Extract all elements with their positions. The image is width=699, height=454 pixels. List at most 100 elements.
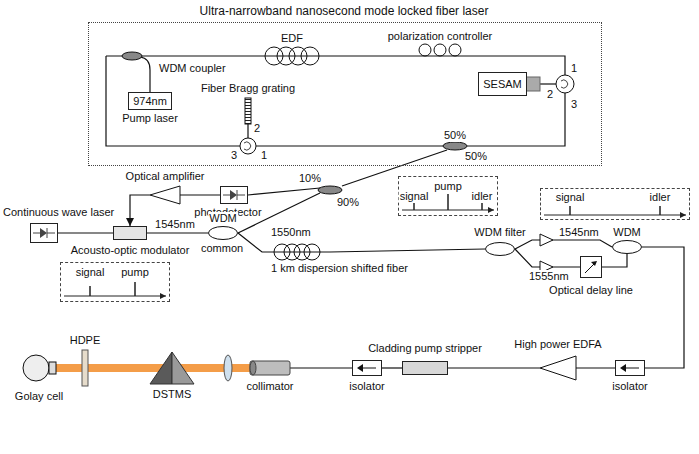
spectrum-axis xyxy=(544,215,686,216)
hdpe-window-shape xyxy=(82,350,88,386)
collimator-aperture xyxy=(250,361,256,375)
fiber-line xyxy=(106,56,240,146)
circulator-arrow xyxy=(561,80,568,88)
amplifier-symbol xyxy=(540,234,553,246)
annotation-label: polarization controller xyxy=(387,30,494,43)
component-label: WDM xyxy=(612,226,642,239)
annotation-label: 10% xyxy=(298,172,322,185)
fiber-connector xyxy=(180,194,220,195)
component-label: signal xyxy=(399,190,430,203)
diode-symbol xyxy=(223,190,245,200)
annotation-label: 1550nm xyxy=(270,226,312,239)
delay-line-box-shape xyxy=(581,257,601,277)
golay-cell: Golay cell xyxy=(22,352,56,384)
wdm-coupler-symbol xyxy=(122,52,142,60)
isolator-arrow xyxy=(357,364,363,372)
sesam-box: SESAM xyxy=(478,72,527,96)
pc-loop xyxy=(419,44,431,56)
wdm-coupler-shape xyxy=(208,226,238,240)
fiber-connector xyxy=(130,195,150,226)
component-label: Optical amplifier xyxy=(125,170,206,183)
component-label: Continuous wave laser xyxy=(2,206,115,219)
photodetector-box-shape xyxy=(221,187,247,203)
collimator: collimator xyxy=(250,360,290,376)
dstms-crystal: DSTMS xyxy=(150,352,194,384)
fiber-connector xyxy=(515,240,612,249)
fiber-connector xyxy=(58,232,113,233)
coil-loop xyxy=(265,47,283,65)
spectrum-inset: signalpumpidler xyxy=(398,176,498,216)
edfa-amplifier: High power EDFA xyxy=(540,356,576,380)
circulator xyxy=(556,75,574,93)
component-label: pump xyxy=(433,180,463,193)
annotation-label: 1545nm xyxy=(558,226,600,239)
fiber-connector xyxy=(382,367,402,368)
isolator-arrow xyxy=(361,368,376,369)
component-label: isolator xyxy=(348,380,385,393)
fiber-line xyxy=(248,188,320,195)
golay-cell-shape xyxy=(22,352,56,384)
aom-box: Acousto-optic modulator xyxy=(113,226,147,240)
pc-loop xyxy=(434,44,446,56)
annotation-label: EDF xyxy=(280,32,304,45)
coil-loop xyxy=(274,244,290,260)
fiber-line xyxy=(342,150,447,186)
bragg-grating xyxy=(245,98,251,124)
cw-laser-box: Continuous wave laser xyxy=(30,223,58,243)
component-label: idler xyxy=(649,191,672,204)
spectrum-line xyxy=(90,282,135,296)
wdm-filter-shape xyxy=(485,242,515,256)
component-label: pump xyxy=(120,266,150,279)
variable-arrow xyxy=(585,262,596,273)
amplifier-triangle xyxy=(150,186,180,204)
wdm-ellipse xyxy=(209,227,238,240)
coil-loop xyxy=(289,47,307,65)
coil-loop xyxy=(284,244,300,260)
wdm-filter: WDM filter xyxy=(485,242,515,256)
annotation-label: 50% xyxy=(443,129,467,142)
pump-stripper-box: Cladding pump stripper xyxy=(402,361,448,375)
diode-symbol xyxy=(40,228,47,238)
edfa-amplifier-shape xyxy=(540,356,576,380)
collimator-body xyxy=(250,361,290,375)
coil-loop xyxy=(301,47,319,65)
prism-half xyxy=(150,352,172,384)
component-label: WDM filter xyxy=(473,226,526,239)
fiber-connector xyxy=(602,254,627,267)
annotation-label: 50% xyxy=(464,150,488,163)
prism-half xyxy=(172,352,194,384)
box-text: 974nm xyxy=(132,95,168,108)
circulator xyxy=(240,138,256,154)
edf-coil xyxy=(265,47,319,65)
wdm-coupler-shape xyxy=(612,240,642,254)
annotation-label: 1 xyxy=(570,62,578,75)
fiber-line xyxy=(247,124,248,138)
annotation-label: 1555nm xyxy=(528,270,570,283)
fiber-line xyxy=(140,57,150,92)
golay-window xyxy=(49,362,56,374)
wdm-coupler: WDM xyxy=(612,240,642,254)
isolator-box-shape xyxy=(616,361,644,375)
laser-cavity-region: 974nmPump laserSESAMUltra-narrowband nan… xyxy=(88,22,602,166)
cw-laser-box-shape xyxy=(31,224,57,242)
optical-amplifier: Optical amplifier xyxy=(150,186,180,204)
isolator-box-shape xyxy=(353,361,381,375)
isolator-arrow xyxy=(620,364,626,372)
annotation-label: Fiber Bragg grating xyxy=(200,82,296,95)
spectrum-inset: signal idler xyxy=(540,188,690,220)
pump-laser-box: 974nmPump laser xyxy=(128,92,172,110)
component-label: signal xyxy=(75,266,106,279)
component-label: signal xyxy=(555,191,586,204)
component-label: isolator xyxy=(611,380,648,393)
fiber-connector xyxy=(290,367,352,368)
variable-arrow xyxy=(591,261,597,266)
annotation-label: 2 xyxy=(546,88,554,101)
spectrum-axis xyxy=(64,296,166,297)
hdpe-window: HDPE xyxy=(82,350,88,386)
spectrum-plots xyxy=(64,194,686,296)
wdm-ellipse xyxy=(613,241,642,254)
fiber-connector xyxy=(448,367,540,368)
annotation-label: 1 xyxy=(260,149,268,162)
spectrum-line xyxy=(570,206,660,215)
